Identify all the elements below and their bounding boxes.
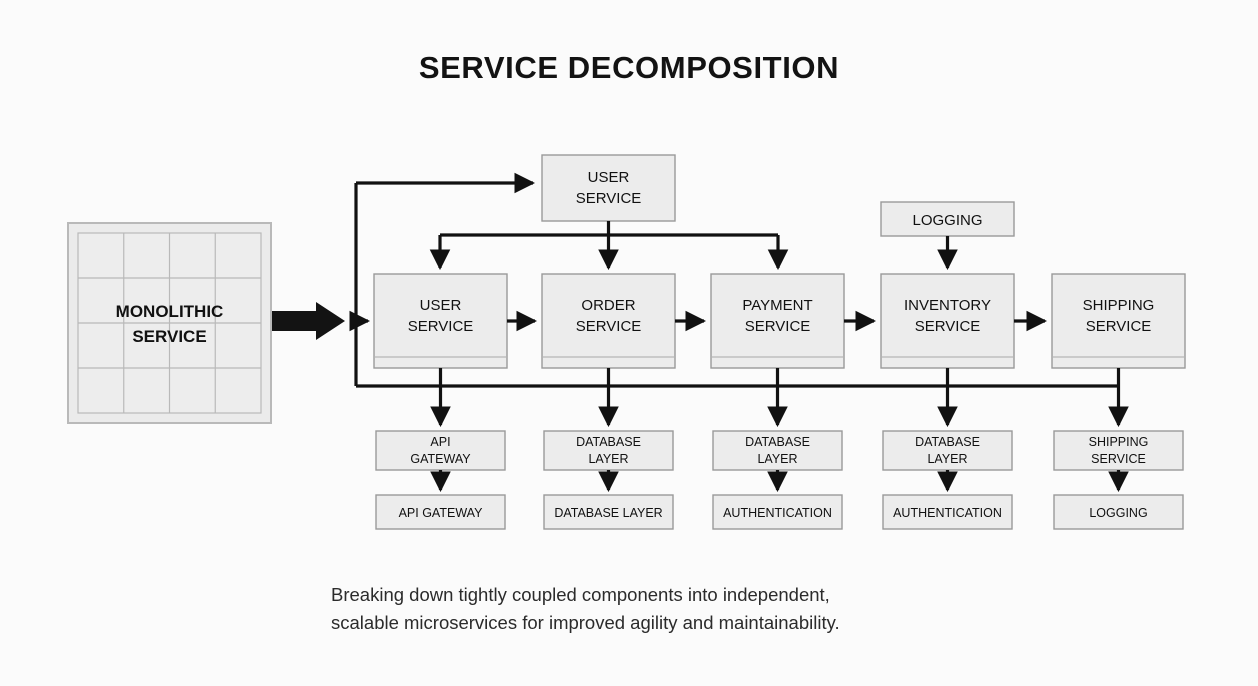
support-box-database-layer-2-line1: DATABASE — [745, 435, 810, 449]
support-row-1: API GATEWAY DATABASE LAYER DATABASE LAYE… — [375, 430, 1184, 471]
support-box-api-gateway[interactable]: API GATEWAY — [375, 430, 506, 471]
support2-box-logging-label: LOGGING — [1089, 506, 1147, 520]
service-box-order[interactable]: ORDER SERVICE — [541, 273, 676, 369]
support2-box-api-gateway-label: API GATEWAY — [399, 506, 483, 520]
support-box-database-layer-1-rect — [543, 430, 674, 471]
service-box-inventory-label-line2: SERVICE — [915, 318, 981, 335]
support-box-database-layer-2[interactable]: DATABASE LAYER — [712, 430, 843, 471]
service-box-payment-label-line2: SERVICE — [745, 318, 811, 335]
support2-box-logging[interactable]: LOGGING — [1053, 494, 1184, 530]
service-box-user-label-line2: SERVICE — [408, 318, 474, 335]
monolith-label-line1: MONOLITHIC — [116, 302, 224, 321]
service-box-shipping-rect — [1051, 273, 1186, 369]
support2-box-authentication-2[interactable]: AUTHENTICATION — [882, 494, 1013, 530]
page-title: SERVICE DECOMPOSITION — [418, 50, 840, 85]
support2-box-authentication-1[interactable]: AUTHENTICATION — [712, 494, 843, 530]
support2-box-authentication-2-label: AUTHENTICATION — [893, 506, 1002, 520]
service-box-inventory[interactable]: INVENTORY SERVICE — [880, 273, 1015, 369]
service-row: USER SERVICE ORDER SERVICE PAYMENT SERVI… — [373, 273, 1186, 369]
logging-top[interactable]: LOGGING — [880, 201, 1015, 237]
support-box-shipping-service[interactable]: SHIPPING SERVICE — [1053, 430, 1184, 471]
support-box-shipping-service-line2: SERVICE — [1091, 452, 1146, 466]
service-box-order-label-line2: SERVICE — [576, 318, 642, 335]
support-box-database-layer-2-rect — [712, 430, 843, 471]
support2-box-authentication-1-label: AUTHENTICATION — [723, 506, 832, 520]
service-box-user[interactable]: USER SERVICE — [373, 273, 508, 369]
service-box-inventory-label-line1: INVENTORY — [904, 297, 991, 314]
support2-box-api-gateway[interactable]: API GATEWAY — [375, 494, 506, 530]
service-box-order-rect — [541, 273, 676, 369]
diagram-caption: Breaking down tightly coupled components… — [331, 584, 840, 633]
support2-box-authentication-1-rect — [712, 494, 843, 530]
service-box-order-label-line1: ORDER — [581, 297, 635, 314]
support-box-api-gateway-line1: API — [430, 435, 450, 449]
support-box-database-layer-3[interactable]: DATABASE LAYER — [882, 430, 1013, 471]
user-service-top-label-line2: SERVICE — [576, 190, 642, 207]
user-service-top-label-line1: USER — [588, 169, 630, 186]
connector-trunk — [354, 183, 1118, 388]
support-row1-to-row2-connectors — [430, 470, 1129, 493]
support-box-database-layer-2-line2: LAYER — [757, 452, 797, 466]
support2-box-database-layer-label: DATABASE LAYER — [554, 506, 662, 520]
service-box-payment[interactable]: PAYMENT SERVICE — [710, 273, 845, 369]
support2-box-authentication-2-rect — [882, 494, 1013, 530]
monolith-grid-lines — [78, 233, 261, 413]
support-box-database-layer-1-line1: DATABASE — [576, 435, 641, 449]
monolith-to-services-thick-arrow — [272, 302, 345, 340]
support-box-shipping-service-line1: SHIPPING — [1089, 435, 1149, 449]
support-box-database-layer-3-line2: LAYER — [927, 452, 967, 466]
support-box-api-gateway-line2: GATEWAY — [410, 452, 471, 466]
logging-top-label: LOGGING — [912, 212, 982, 229]
service-box-payment-rect — [710, 273, 845, 369]
support2-box-database-layer-rect — [543, 494, 674, 530]
support-box-database-layer-1-line2: LAYER — [588, 452, 628, 466]
monolithic-service[interactable]: MONOLITHIC SERVICE — [67, 222, 272, 424]
service-box-user-label-line1: USER — [420, 297, 462, 314]
service-box-inventory-rect — [880, 273, 1015, 369]
support-box-database-layer-1[interactable]: DATABASE LAYER — [543, 430, 674, 471]
support-row-2: API GATEWAY DATABASE LAYER AUTHENTICATIO… — [375, 494, 1184, 530]
monolith-label-line2: SERVICE — [132, 327, 206, 346]
support-box-shipping-service-rect — [1053, 430, 1184, 471]
service-box-shipping[interactable]: SHIPPING SERVICE — [1051, 273, 1186, 369]
support-box-database-layer-3-line1: DATABASE — [915, 435, 980, 449]
service-box-payment-label-line1: PAYMENT — [742, 297, 812, 314]
service-to-support-connectors — [430, 368, 1129, 428]
support2-box-api-gateway-rect — [375, 494, 506, 530]
support2-box-database-layer[interactable]: DATABASE LAYER — [543, 494, 674, 530]
service-box-shipping-label-line1: SHIPPING — [1083, 297, 1155, 314]
user-service-top[interactable]: USER SERVICE — [541, 154, 676, 222]
support2-box-logging-rect — [1053, 494, 1184, 530]
logging-top-box — [880, 201, 1015, 237]
support-box-database-layer-3-rect — [882, 430, 1013, 471]
service-box-shipping-label-line2: SERVICE — [1086, 318, 1152, 335]
user-service-top-box — [541, 154, 676, 222]
user-service-top-distribution-bus — [429, 221, 789, 271]
